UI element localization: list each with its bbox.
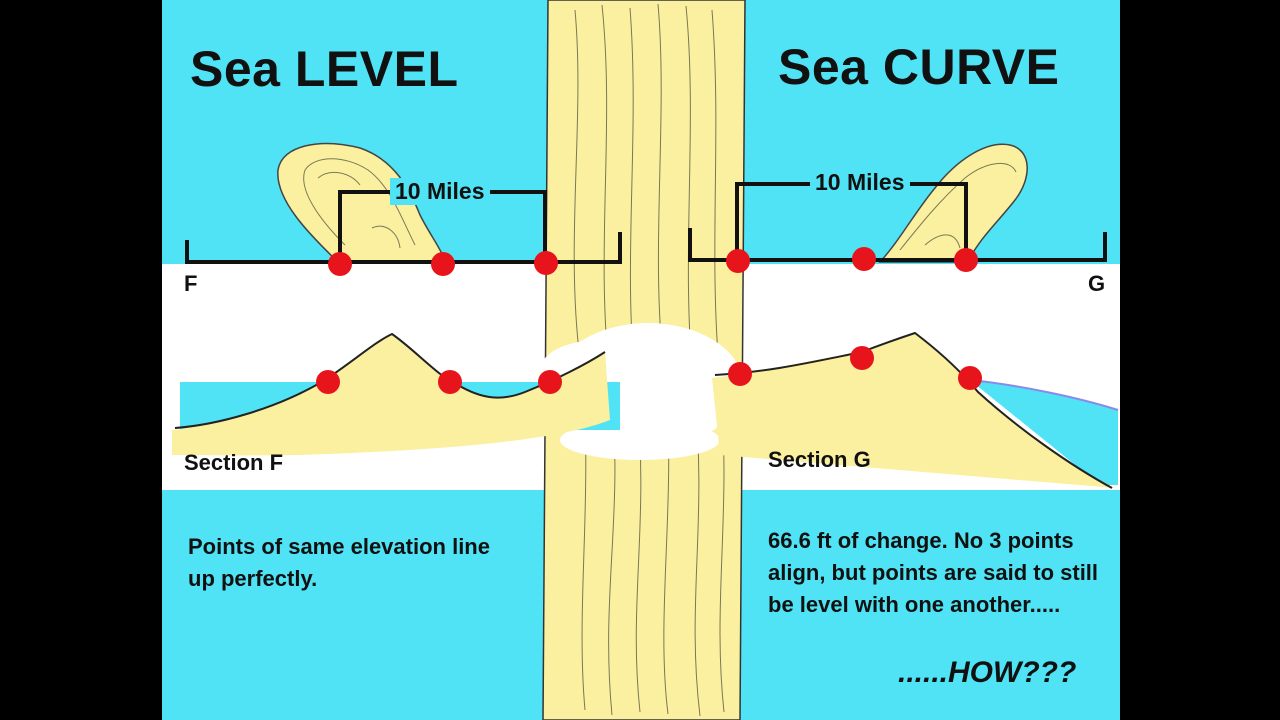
section-f-label: Section F	[184, 450, 284, 475]
right-note: 66.6 ft of change. No 3 points align, bu…	[768, 528, 1099, 617]
point-g-section-1	[728, 362, 752, 386]
right-edge-label: G	[1088, 271, 1106, 296]
point-f-section-1	[316, 370, 340, 394]
left-note: Points of same elevation line up perfect…	[188, 534, 490, 591]
left-distance-label: 10 Miles	[390, 178, 490, 205]
left-edge-label: F	[184, 271, 198, 296]
point-g-section-3	[958, 366, 982, 390]
section-f-profile	[172, 332, 620, 456]
how-question: ......HOW???	[898, 656, 1077, 689]
left-title: Sea LEVEL	[190, 41, 459, 97]
right-headland	[878, 143, 1028, 263]
right-title: Sea CURVE	[778, 39, 1060, 95]
section-g-profile	[712, 331, 1119, 489]
point-g-top-3	[954, 248, 978, 272]
point-f-section-2	[438, 370, 462, 394]
point-f-top-2	[431, 252, 455, 276]
right-distance-label: 10 Miles	[810, 169, 910, 196]
point-f-section-3	[538, 370, 562, 394]
left-baseline	[185, 232, 622, 264]
point-g-section-2	[850, 346, 874, 370]
right-baseline	[688, 228, 1107, 262]
point-g-top-2	[852, 247, 876, 271]
point-f-top-1	[328, 252, 352, 276]
section-g-label: Section G	[768, 447, 871, 472]
point-f-top-3	[534, 251, 558, 275]
point-g-top-1	[726, 249, 750, 273]
left-headland	[277, 142, 446, 263]
